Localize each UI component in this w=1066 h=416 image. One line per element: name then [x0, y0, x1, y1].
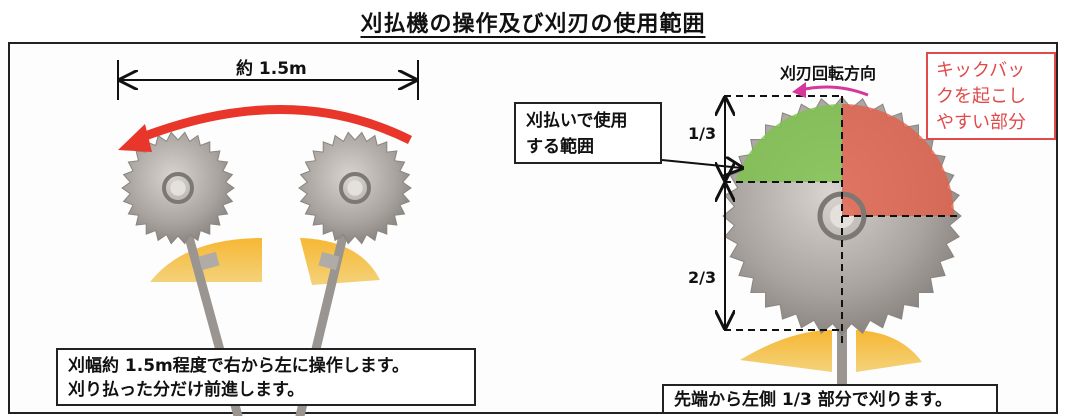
- kickback-box: キックバッ クを起こし やすい部分: [926, 52, 1056, 140]
- kickback-line1: キックバッ: [936, 60, 1026, 81]
- swing-arrow: [138, 105, 413, 145]
- blade-right: [298, 131, 412, 245]
- blade-left: [121, 131, 235, 245]
- usage-line1: 刈払いで使用: [526, 111, 628, 131]
- kickback-line2: クを起こし: [936, 86, 1026, 107]
- kickback-line3: やすい部分: [936, 112, 1026, 133]
- right-caption: 先端から左側 1/3 部分で刈ります。: [674, 390, 953, 410]
- swing-arrowhead: [118, 124, 152, 152]
- right-caption-box: 先端から左側 1/3 部分で刈ります。: [662, 384, 998, 414]
- one-third-label: 1/3: [688, 124, 717, 143]
- left-caption-box: 刈幅約 1.5m程度で右から左に操作します。 刈り払った分だけ前進します。: [56, 348, 476, 406]
- rotation-arrow: [799, 85, 869, 97]
- usage-range-box: 刈払いで使用 する範囲: [514, 102, 662, 164]
- usage-pointer-arrow: [661, 160, 742, 168]
- two-thirds-label: 2/3: [688, 268, 717, 287]
- kickback-zone: [842, 104, 954, 216]
- left-caption-line1: 刈幅約 1.5m程度で右から左に操作します。: [68, 356, 410, 376]
- page-title: 刈払機の操作及び刈刃の使用範囲: [360, 12, 706, 37]
- usage-zone: [735, 104, 842, 182]
- left-caption-line2: 刈り払った分だけ前進します。: [68, 380, 305, 400]
- rotation-direction-label: 刈刃回転方向: [780, 64, 877, 83]
- guide-lines: [724, 95, 960, 345]
- width-label: 約 1.5m: [236, 59, 307, 79]
- usage-line2: する範囲: [526, 137, 594, 157]
